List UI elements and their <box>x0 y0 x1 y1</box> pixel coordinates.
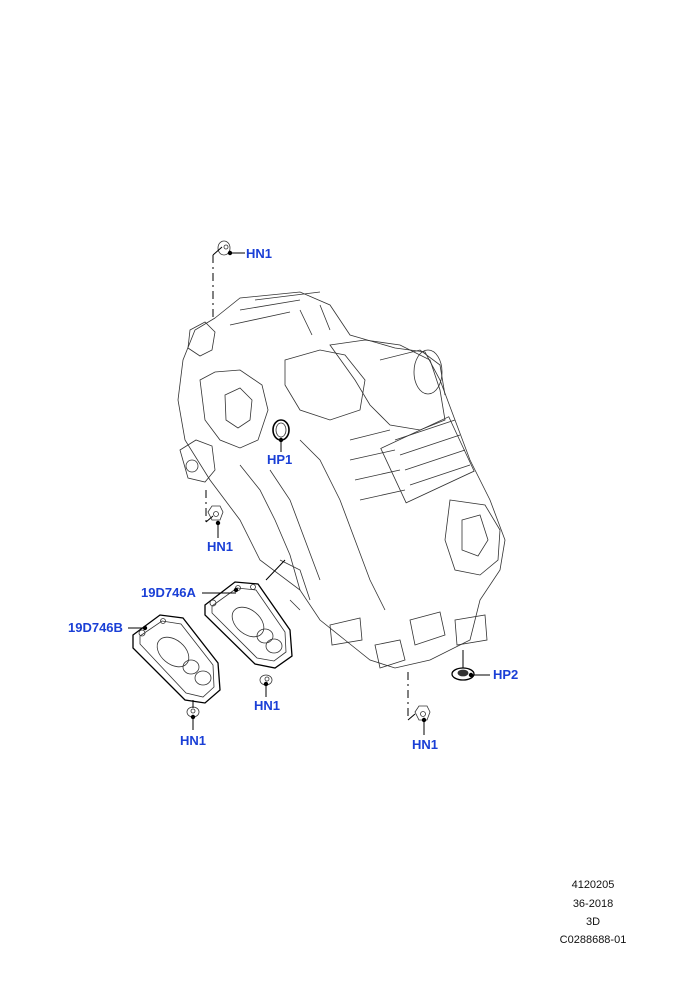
gasket-19d746a <box>204 581 293 669</box>
hvac-housing <box>177 291 506 669</box>
callout-hp1: HP1 <box>267 452 293 467</box>
hp1-grommet <box>272 419 290 441</box>
reference-number: 4120205 <box>571 879 615 891</box>
hn1-nut-left <box>207 505 224 521</box>
callout-hp2: HP2 <box>493 667 519 682</box>
callout-hn1-bottom-left: HN1 <box>180 733 207 748</box>
callout-hn1-top: HN1 <box>246 246 273 261</box>
callout-19d746a: 19D746A <box>141 585 196 600</box>
callout-hn1-mid: HN1 <box>254 698 281 713</box>
reference-code: C0288688-01 <box>559 934 627 946</box>
callout-hn1-bottom-right: HN1 <box>412 737 439 752</box>
reference-date: 36-2018 <box>572 898 614 910</box>
reference-view: 3D <box>585 916 601 928</box>
callout-hn1-left: HN1 <box>207 539 234 554</box>
leader-lines <box>128 246 490 735</box>
gasket-19d746b <box>132 614 221 704</box>
callout-19d746b: 19D746B <box>68 620 123 635</box>
hn1-nut-bottom-right <box>414 705 431 721</box>
hn1-nut-top <box>217 240 231 256</box>
